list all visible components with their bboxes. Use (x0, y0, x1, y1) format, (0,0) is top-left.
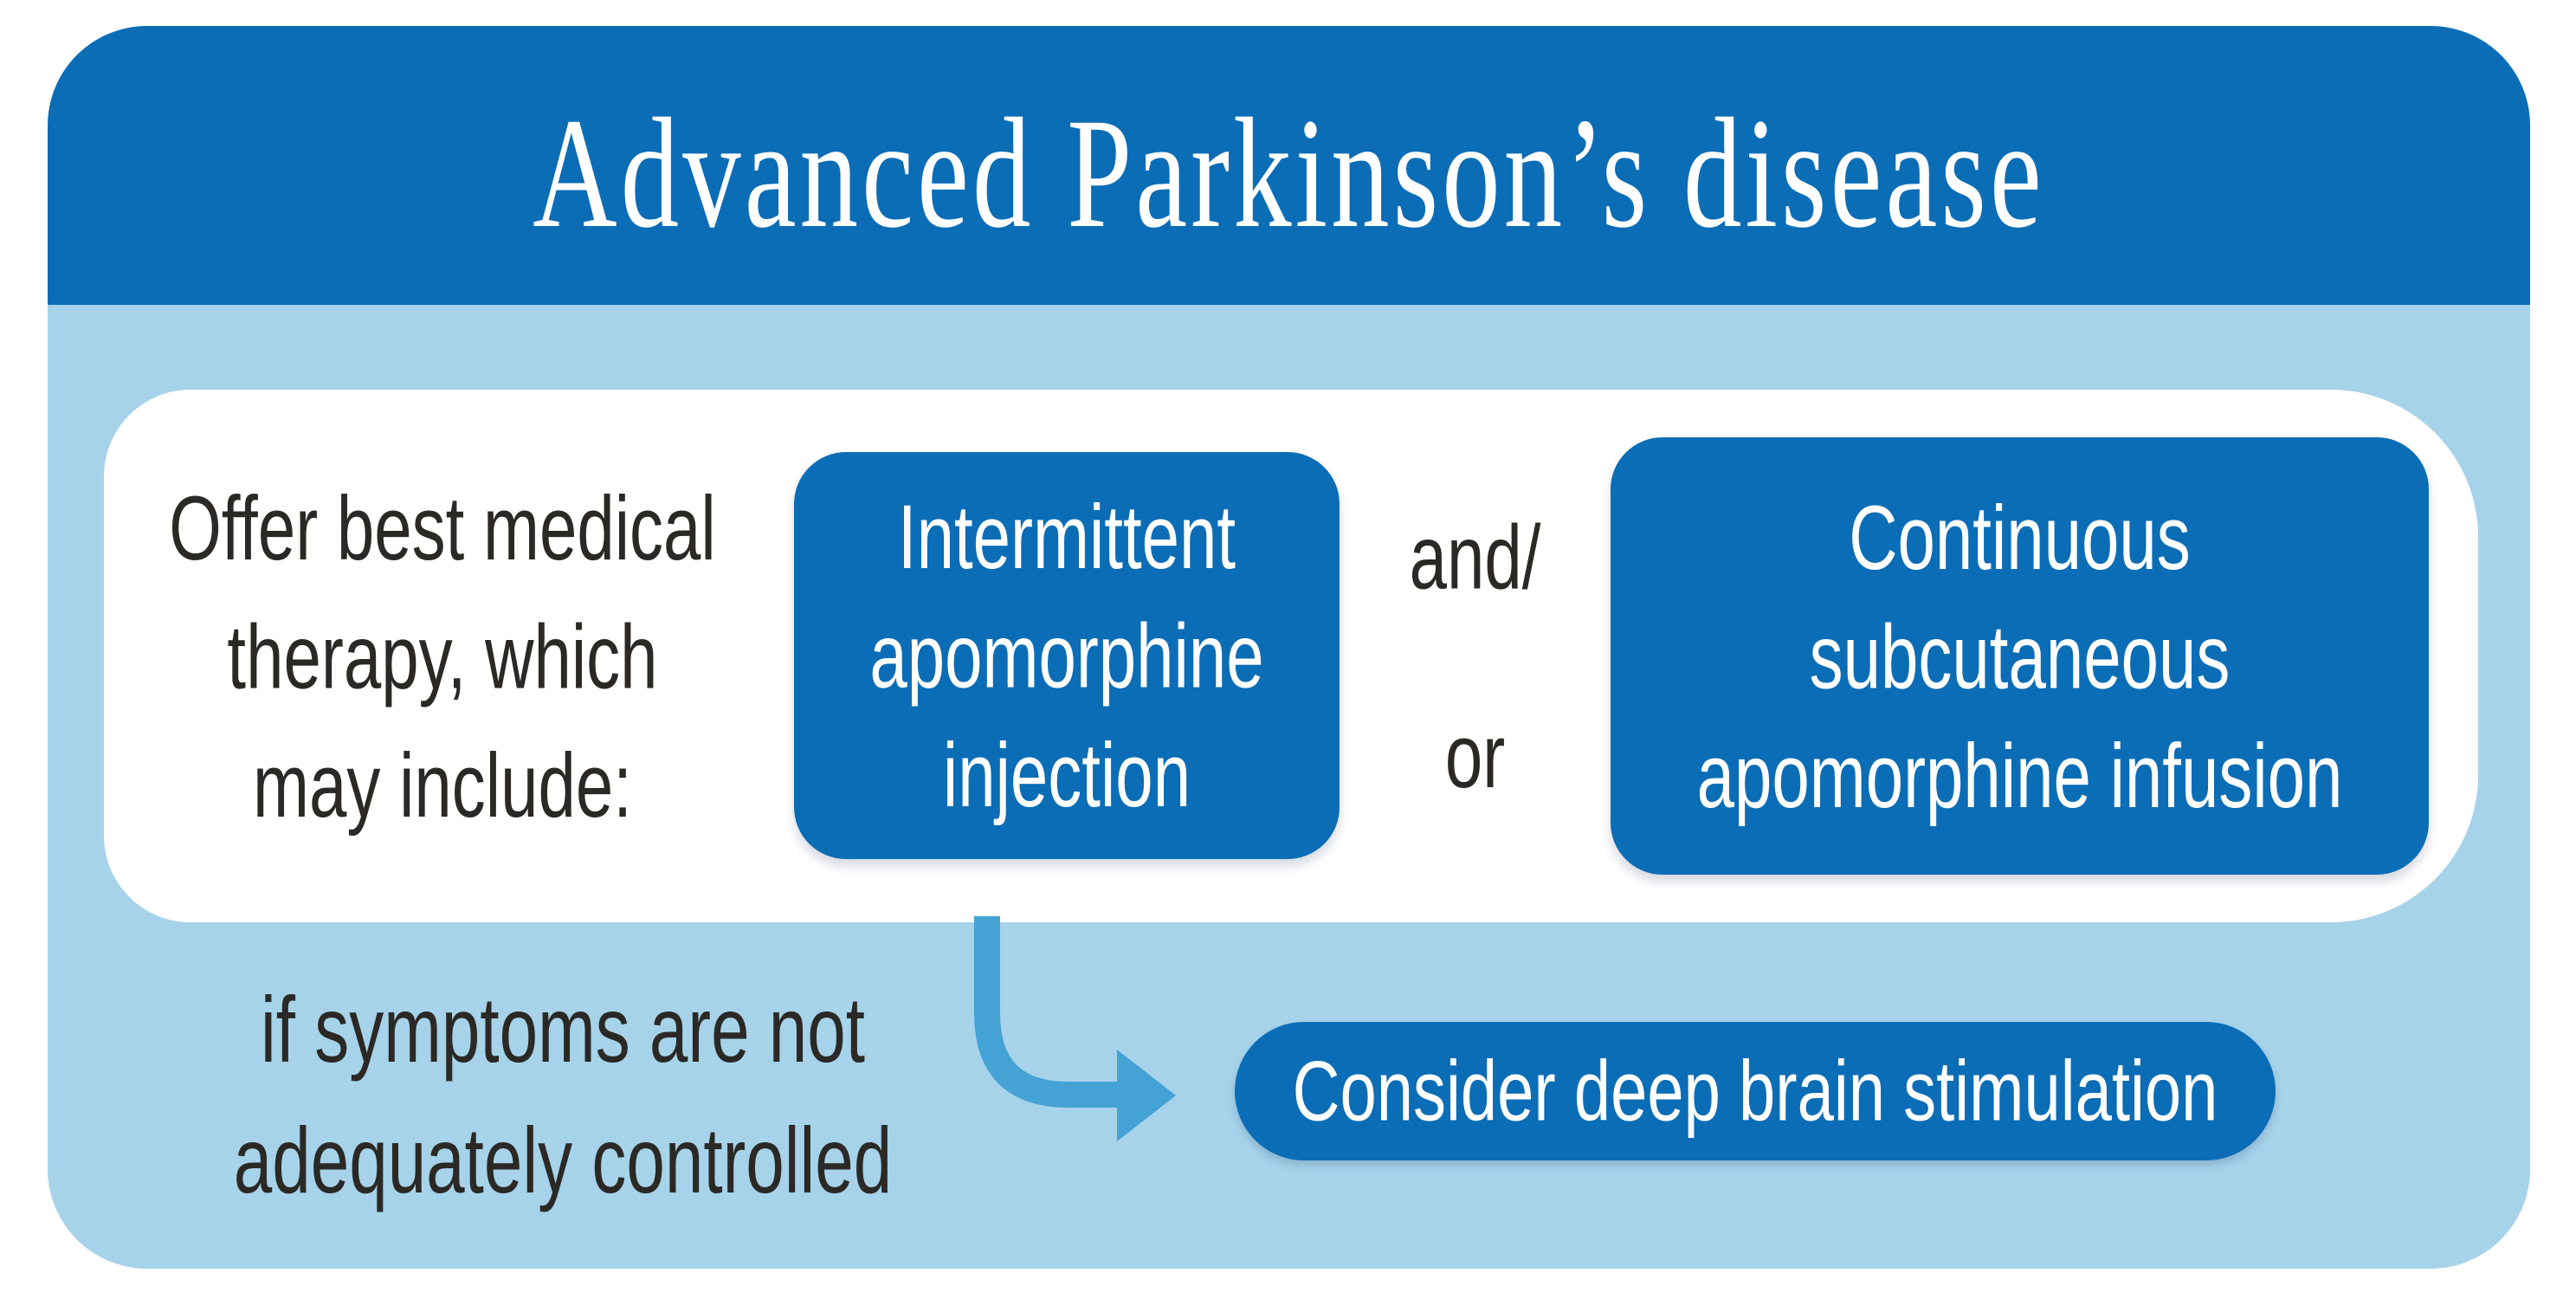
intro-text-zone: Offer best medical therapy, which may in… (113, 390, 772, 922)
option-line: Intermittent (897, 484, 1236, 588)
condition-line: adequately controlled (233, 1108, 893, 1212)
condition-line: if symptoms are not (260, 977, 865, 1082)
option-box-continuous-infusion: Continuous subcutaneous apomorphine infu… (1611, 437, 2429, 875)
option-line: injection (942, 723, 1191, 827)
condition-text-zone: if symptoms are not adequately controlle… (130, 931, 996, 1260)
option-box-intermittent-injection: Intermittent apomorphine injection (794, 452, 1340, 859)
action-pill-deep-brain-stimulation: Consider deep brain stimulation (1235, 1022, 2276, 1160)
option-line: Continuous (1849, 485, 2191, 589)
option-line: apomorphine infusion (1696, 723, 2343, 827)
intro-line: therapy, which (227, 604, 658, 708)
connector-zone: and/ or (1340, 390, 1611, 922)
condition-text: if symptoms are not adequately controlle… (234, 965, 893, 1226)
diagram-title: Advanced Parkinson’s disease (533, 86, 2045, 262)
intro-line: may include: (253, 733, 632, 837)
option-box-text: Intermittent apomorphine injection (869, 476, 1263, 834)
option-line: apomorphine (869, 604, 1264, 708)
connector-text: and/ or (1410, 457, 1541, 855)
connector-line: and/ (1409, 505, 1541, 609)
connector-line: or (1444, 703, 1506, 807)
action-pill-text: Consider deep brain stimulation (1292, 1043, 2218, 1140)
intro-line: Offer best medical (169, 475, 716, 579)
option-box-text: Continuous subcutaneous apomorphine infu… (1697, 477, 2343, 835)
header-bar: Advanced Parkinson’s disease (48, 26, 2530, 305)
option-line: subcutaneous (1809, 604, 2231, 708)
intro-text: Offer best medical therapy, which may in… (169, 463, 716, 850)
